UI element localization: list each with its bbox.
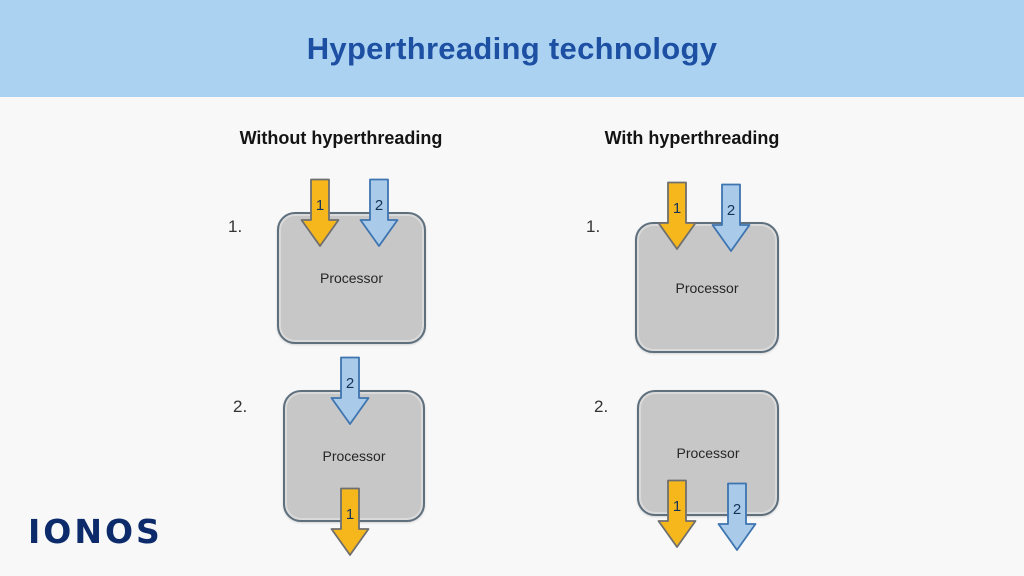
thread1-arrow: 1 (657, 181, 697, 251)
step-label: 1. (228, 217, 243, 236)
without-hyperthreading-heading: Without hyperthreading (239, 128, 443, 148)
down-arrow-icon (657, 181, 697, 250)
processor-box: Processor (635, 222, 779, 353)
title-banner: Hyperthreading technology (0, 0, 1024, 97)
thread1-arrow: 1 (657, 479, 697, 549)
down-arrow-icon (330, 356, 370, 425)
arrow-number: 1 (672, 498, 682, 515)
thread2-arrow: 2 (717, 482, 757, 552)
page-title: Hyperthreading technology (306, 30, 718, 66)
arrow-number: 2 (374, 197, 384, 214)
thread1-arrow: 1 (300, 178, 340, 248)
ionos-logo: IONOS (28, 512, 163, 551)
down-arrow-icon (359, 178, 399, 247)
processor-label: Processor (319, 270, 384, 286)
down-arrow-icon (330, 487, 370, 556)
thread2-arrow: 2 (330, 356, 370, 426)
arrow-number: 1 (315, 197, 325, 214)
thread2-arrow: 2 (711, 183, 751, 253)
processor-label: Processor (675, 279, 739, 296)
step-label: 2. (233, 397, 248, 416)
with-hyperthreading-heading: With hyperthreading (604, 128, 780, 148)
step-label: 2. (594, 397, 609, 416)
arrow-number: 2 (345, 375, 355, 392)
down-arrow-icon (711, 183, 751, 252)
thread2-arrow: 2 (359, 178, 399, 248)
processor-label: Processor (676, 445, 740, 461)
arrow-number: 2 (726, 202, 736, 219)
processor-box: Processor (637, 390, 779, 516)
processor-label: Processor (322, 448, 386, 464)
arrow-number: 1 (672, 200, 682, 217)
down-arrow-icon (657, 479, 697, 548)
processor-box: Processor (277, 212, 426, 344)
arrow-number: 1 (345, 506, 355, 523)
down-arrow-icon (300, 178, 340, 247)
thread1-arrow: 1 (330, 487, 370, 557)
down-arrow-icon (717, 482, 757, 551)
step-label: 1. (586, 217, 601, 236)
arrow-number: 2 (732, 501, 742, 518)
